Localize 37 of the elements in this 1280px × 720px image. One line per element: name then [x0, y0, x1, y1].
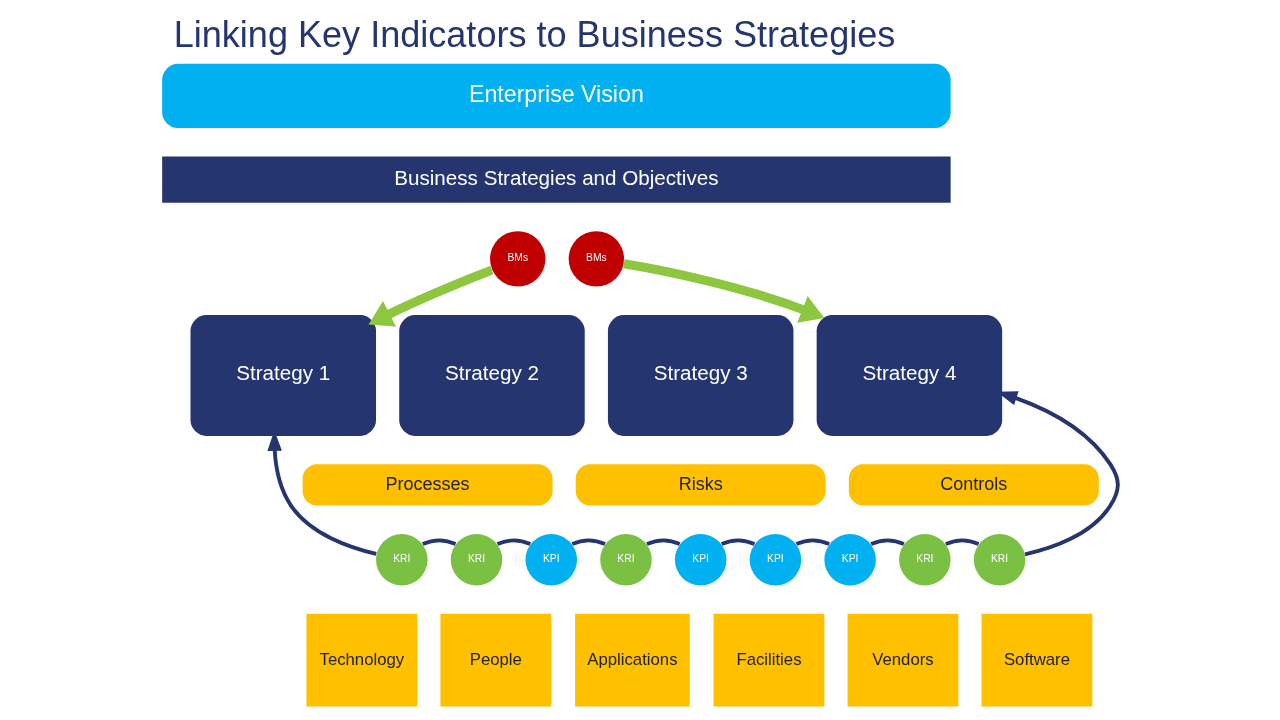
node-box: Strategy 4	[816, 314, 1003, 436]
node-circle: KRI	[899, 533, 951, 586]
node-circle: KPI	[525, 533, 577, 586]
node-circle: BMs	[490, 231, 546, 287]
node-box: Facilities	[713, 613, 825, 707]
node-box: Technology	[306, 613, 418, 707]
connector	[571, 538, 606, 546]
arrow	[368, 265, 494, 327]
node-box: Strategy 1	[190, 314, 376, 436]
node-circle: KPI	[749, 533, 802, 586]
node-box: Risks	[575, 464, 826, 506]
node-box: Vendors	[847, 613, 959, 707]
node-box: Processes	[302, 464, 553, 506]
connector	[870, 538, 905, 546]
connector	[945, 538, 980, 546]
node-box: Enterprise Vision	[162, 63, 951, 129]
node-circle: KPI	[674, 533, 727, 586]
connector	[646, 538, 681, 546]
connector	[720, 538, 756, 546]
node-box: Strategy 3	[607, 314, 794, 436]
node-box: Strategy 2	[399, 314, 585, 436]
node-circle: KRI	[973, 533, 1026, 586]
node-circle: KRI	[450, 533, 503, 586]
node-circle: KRI	[376, 533, 428, 586]
node-circle: KPI	[824, 533, 876, 586]
node-circle: BMs	[568, 231, 625, 287]
node-box: Software	[981, 613, 1093, 707]
connector	[422, 538, 457, 546]
node-circle: KRI	[600, 533, 652, 586]
diagram-title: Linking Key Indicators to Business Strategies	[173, 14, 896, 56]
connector	[496, 538, 531, 546]
node-box: Applications	[575, 613, 690, 707]
connector	[795, 538, 830, 546]
node-box: Business Strategies and Objectives	[162, 156, 951, 203]
node-box: Controls	[848, 464, 1099, 506]
arrow	[623, 259, 825, 323]
node-box: People	[440, 613, 552, 707]
